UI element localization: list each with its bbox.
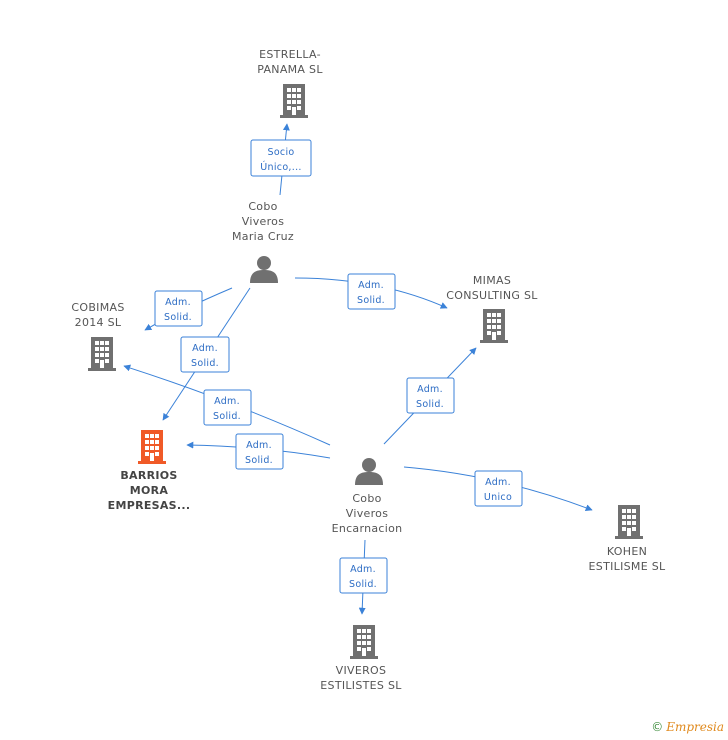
footer-credit: ©Empresia bbox=[651, 720, 724, 734]
edge-label-e7-line2: Solid. bbox=[416, 399, 444, 410]
edge-label-e6-line2: Solid. bbox=[245, 455, 273, 466]
node-label-line: CONSULTING SL bbox=[446, 289, 538, 302]
edge-label-e3-line1: Adm. bbox=[165, 297, 191, 308]
edge-label-e1-line1: Socio bbox=[267, 147, 294, 158]
node-cobo-viveros-maria-cruz[interactable]: Cobo Viveros Maria Cruz bbox=[232, 200, 294, 283]
edge-label-e2[interactable]: Adm. Solid. bbox=[347, 273, 396, 310]
node-label-line: Viveros bbox=[242, 215, 284, 228]
node-label-line: MIMAS bbox=[473, 274, 511, 287]
node-label-line: BARRIOS bbox=[120, 469, 177, 482]
edge-label-e4-line1: Adm. bbox=[192, 343, 218, 354]
edge-label-e6-line1: Adm. bbox=[246, 440, 272, 451]
node-kohen-estilisme[interactable]: KOHEN ESTILISME SL bbox=[589, 505, 666, 573]
edge-label-e3[interactable]: Adm. Solid. bbox=[154, 290, 203, 327]
building-icon bbox=[350, 625, 378, 659]
edge-label-e7-line1: Adm. bbox=[417, 384, 443, 395]
edge-label-e8-line2: Unico bbox=[484, 492, 512, 503]
edge-label-e8-line1: Adm. bbox=[485, 477, 511, 488]
brand-logo[interactable]: Empresia bbox=[666, 720, 724, 734]
edge-label-e3-line2: Solid. bbox=[164, 312, 192, 323]
edge-label-e5-line1: Adm. bbox=[214, 396, 240, 407]
building-icon bbox=[138, 430, 166, 464]
edge-label-e9[interactable]: Adm. Solid. bbox=[339, 557, 388, 594]
node-estrella-panama[interactable]: ESTRELLA- PANAMA SL bbox=[257, 48, 323, 118]
edge-label-e5[interactable]: Adm. Solid. bbox=[203, 389, 252, 426]
edge-label-e4-line2: Solid. bbox=[191, 358, 219, 369]
node-label-line: VIVEROS bbox=[336, 664, 387, 677]
edge-label-e2-line1: Adm. bbox=[358, 280, 384, 291]
building-icon bbox=[280, 84, 308, 118]
edge-label-e9-line2: Solid. bbox=[349, 579, 377, 590]
node-viveros-estilistes[interactable]: VIVEROS ESTILISTES SL bbox=[320, 625, 402, 692]
edge-label-e9-line1: Adm. bbox=[350, 564, 376, 575]
edge-label-e7[interactable]: Adm. Solid. bbox=[406, 377, 455, 414]
building-icon bbox=[615, 505, 643, 539]
node-cobo-viveros-encarnacion[interactable]: Cobo Viveros Encarnacion bbox=[332, 458, 403, 535]
node-label-line: Maria Cruz bbox=[232, 230, 294, 243]
node-label-line: 2014 SL bbox=[75, 316, 122, 329]
node-label-line: ESTRELLA- bbox=[259, 48, 321, 61]
node-label-line: ESTILISME SL bbox=[589, 560, 666, 573]
edge-label-e2-line2: Solid. bbox=[357, 295, 385, 306]
building-icon bbox=[88, 337, 116, 371]
node-label-line: Viveros bbox=[346, 507, 388, 520]
node-barrios-mora-empresas[interactable]: BARRIOS MORA EMPRESAS... bbox=[108, 430, 191, 512]
edge-label-e1[interactable]: Socio Único,... bbox=[250, 139, 312, 177]
node-cobimas-2014[interactable]: COBIMAS 2014 SL bbox=[71, 301, 124, 371]
person-icon bbox=[355, 458, 383, 485]
node-label-line: EMPRESAS... bbox=[108, 499, 191, 512]
edge-label-e8[interactable]: Adm. Unico bbox=[474, 470, 523, 507]
node-label-line: Encarnacion bbox=[332, 522, 403, 535]
edge-label-e4[interactable]: Adm. Solid. bbox=[180, 336, 230, 373]
node-label-line: COBIMAS bbox=[71, 301, 124, 314]
node-label-line: KOHEN bbox=[607, 545, 647, 558]
node-label-line: Cobo bbox=[352, 492, 381, 505]
node-label-line: Cobo bbox=[248, 200, 277, 213]
building-icon bbox=[480, 309, 508, 343]
copyright-icon: © bbox=[651, 720, 664, 734]
edge-label-e5-line2: Solid. bbox=[213, 411, 241, 422]
node-label-line: ESTILISTES SL bbox=[320, 679, 402, 692]
person-icon bbox=[250, 256, 278, 283]
edge-label-e6[interactable]: Adm. Solid. bbox=[235, 433, 284, 470]
node-mimas-consulting[interactable]: MIMAS CONSULTING SL bbox=[446, 274, 538, 343]
node-label-line: PANAMA SL bbox=[257, 63, 323, 76]
edge-label-e1-line2: Único,... bbox=[260, 161, 301, 173]
node-label-line: MORA bbox=[130, 484, 169, 497]
